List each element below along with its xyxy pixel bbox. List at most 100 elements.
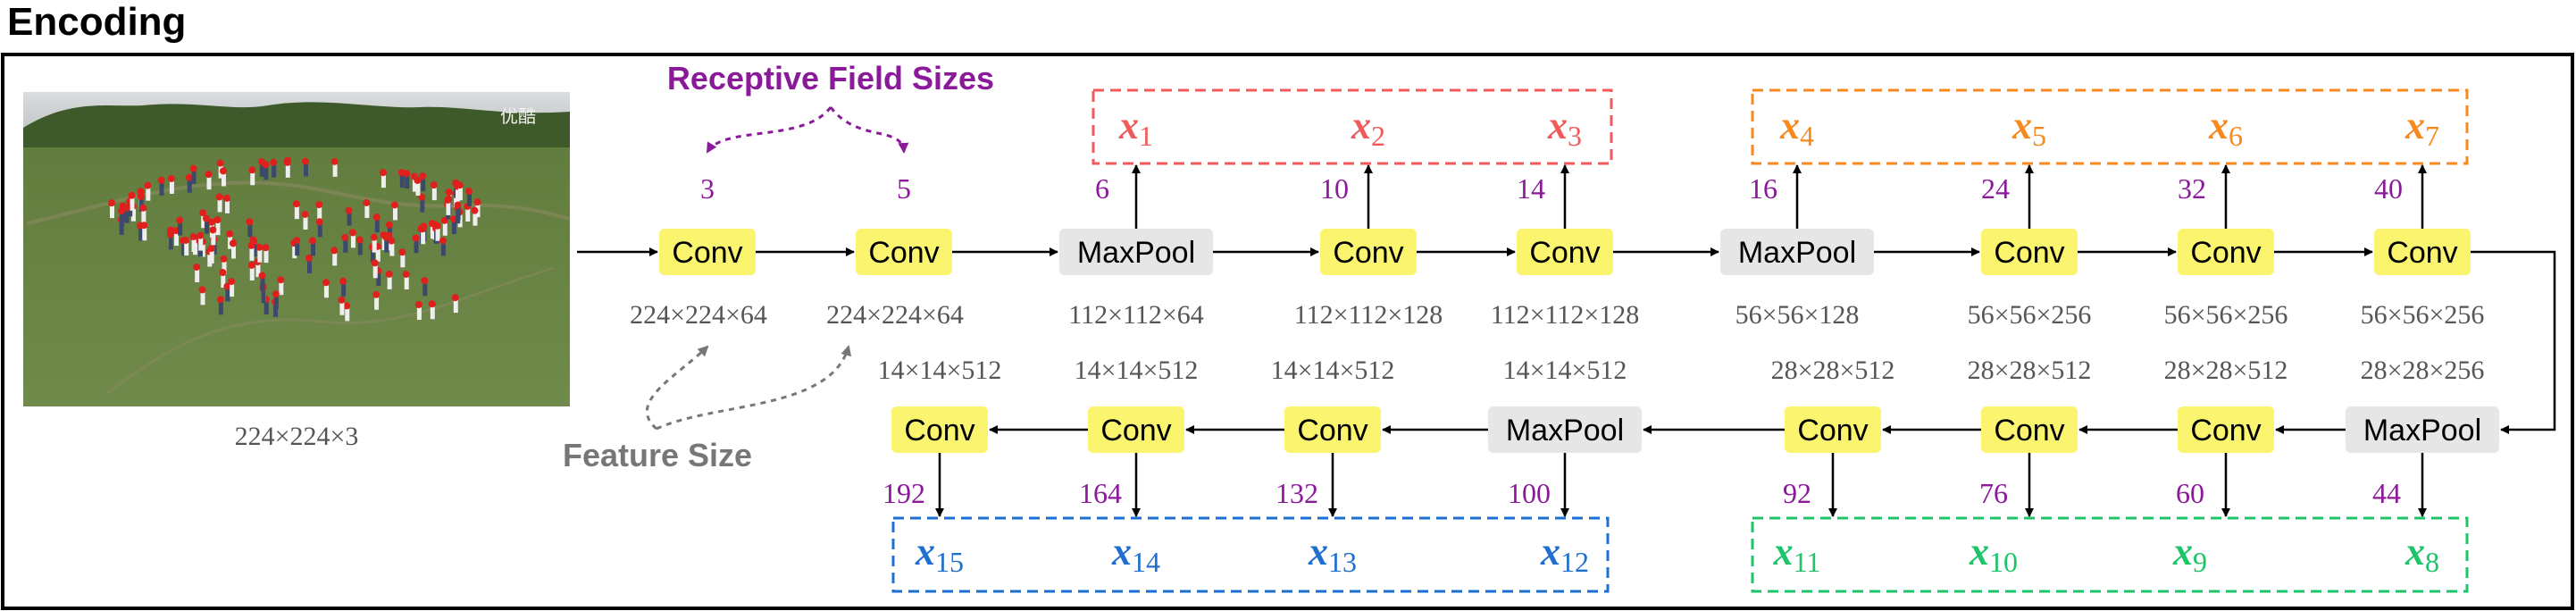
rf-label: 92 <box>1783 477 1811 509</box>
person-hat <box>390 201 398 209</box>
page-title: Encoding <box>7 0 187 44</box>
person-hat <box>171 227 180 235</box>
block-c8-label: Conv <box>904 414 974 448</box>
person-body <box>317 207 322 221</box>
feature-size-text: 112×112×128 <box>1491 300 1640 330</box>
feature-symbol-x14: x14 <box>1111 530 1160 578</box>
person-body <box>217 199 222 213</box>
person-body <box>260 278 265 291</box>
person-body <box>295 243 300 256</box>
person-body <box>345 308 350 322</box>
person-hat <box>471 206 479 214</box>
feature-size-text: 56×56×256 <box>2164 300 2288 330</box>
person-hat <box>140 222 148 230</box>
person-hat <box>330 247 339 255</box>
person-body <box>364 205 370 218</box>
person-body <box>224 200 230 213</box>
person-body <box>195 269 200 282</box>
person-body <box>279 282 284 296</box>
person-hat <box>473 198 481 206</box>
block-b9-label: Conv <box>2387 236 2457 270</box>
person-body <box>273 304 279 317</box>
person-hat <box>301 210 309 218</box>
feature-size-text: 56×56×256 <box>1968 300 2092 330</box>
person-hat <box>270 158 278 166</box>
person-body <box>173 233 179 247</box>
rf-label: 60 <box>2176 477 2204 509</box>
person-hat <box>428 300 436 308</box>
person-body <box>392 207 397 221</box>
person-body <box>250 172 255 186</box>
person-body <box>372 239 377 253</box>
person-body <box>456 207 461 221</box>
person-hat <box>246 218 254 226</box>
person-body <box>230 284 235 297</box>
rf-label: 132 <box>1275 477 1318 509</box>
feature-symbol-x2: x2 <box>1351 104 1385 152</box>
rf-label: 10 <box>1320 172 1349 205</box>
person-hat <box>305 254 313 262</box>
rf-label: 6 <box>1095 172 1109 205</box>
feature-symbol-x4: x4 <box>1779 104 1814 152</box>
person-hat <box>247 241 255 249</box>
rf-label: 5 <box>897 172 911 205</box>
person-hat <box>272 290 280 298</box>
person-body <box>440 243 446 256</box>
person-body <box>141 210 146 223</box>
person-body <box>374 297 380 310</box>
person-body <box>119 222 124 236</box>
block-c3-label: Conv <box>1994 414 2064 448</box>
person-hat <box>247 261 255 269</box>
person-body <box>387 238 392 251</box>
person-hat <box>382 233 390 241</box>
person-hat <box>372 213 381 222</box>
person-hat <box>412 234 420 242</box>
block-c6 <box>1284 406 1381 453</box>
person-body <box>446 202 451 215</box>
rf-label: 76 <box>1979 477 2008 509</box>
person-body <box>255 264 261 278</box>
person-hat <box>255 243 263 251</box>
feature-size-arrow-right <box>656 345 852 431</box>
block-b5-label: Conv <box>1529 236 1600 270</box>
person-body <box>375 248 381 262</box>
feature-size-text: 112×112×128 <box>1294 300 1443 330</box>
person-body <box>306 260 312 273</box>
receptive-field-arrow-right <box>829 106 909 154</box>
person-body <box>257 249 263 263</box>
feature-size-text: 224×224×64 <box>826 300 964 330</box>
feature-group-green <box>1751 516 2469 593</box>
person-hat <box>216 296 224 304</box>
block-b8-label: Conv <box>2190 236 2261 270</box>
feature-size-arrow-left <box>645 345 709 431</box>
feature-symbol-x13: x13 <box>1308 530 1357 578</box>
person-body <box>374 220 380 233</box>
feature-size-text: 56×56×256 <box>2361 300 2485 330</box>
person-hat <box>262 244 270 252</box>
person-hat <box>330 157 339 165</box>
person-body <box>347 213 352 226</box>
feature-symbol-x10: x10 <box>1969 530 2018 578</box>
person-body <box>249 267 255 280</box>
person-body <box>204 221 209 234</box>
person-body <box>200 292 205 306</box>
feature-group-blue <box>891 516 1610 593</box>
feature-symbol-x8: x8 <box>2405 530 2439 578</box>
person-hat <box>449 215 457 223</box>
person-hat <box>219 167 227 175</box>
feature-size-text: 28×28×256 <box>2361 356 2485 385</box>
person-hat <box>166 230 174 239</box>
receptive-field-arrows <box>706 106 832 154</box>
person-hat <box>414 176 422 184</box>
feature-size-text: 224×224×64 <box>630 300 767 330</box>
person-body <box>222 261 227 274</box>
watermark-text: 优酷 <box>500 106 536 127</box>
person-body <box>414 240 419 254</box>
person-hat <box>248 166 256 174</box>
rf-label: 192 <box>882 477 925 509</box>
person-hat <box>226 230 234 238</box>
person-body <box>221 173 226 187</box>
person-body <box>263 301 269 314</box>
person-hat <box>198 286 206 294</box>
person-hat <box>139 204 147 212</box>
